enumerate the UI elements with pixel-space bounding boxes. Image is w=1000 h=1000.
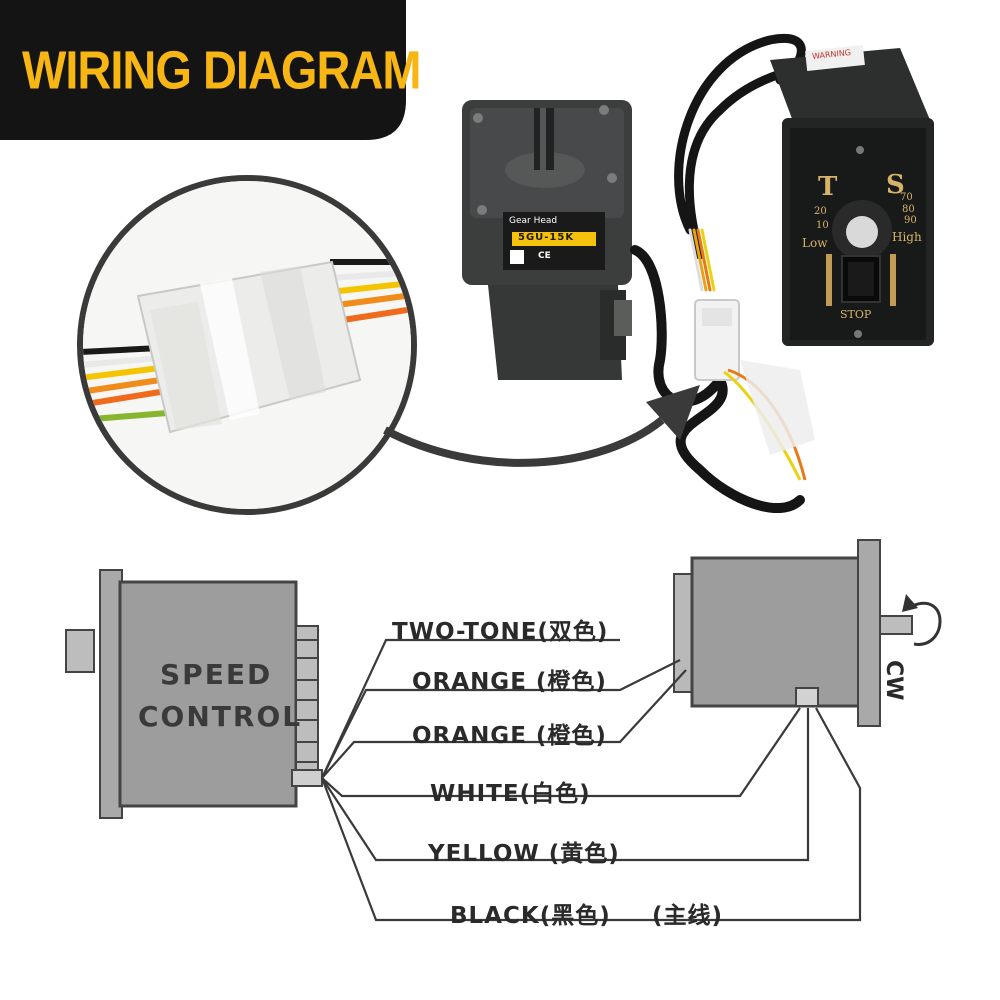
title-banner: WIRING DIAGRAM xyxy=(0,0,422,140)
callout-arrow xyxy=(383,385,700,467)
wire-label-two-tone: TWO-TONE(双色) xyxy=(392,619,609,645)
motor-outline xyxy=(673,539,942,727)
speed-label: SPEED xyxy=(160,658,273,691)
speed-control-box xyxy=(65,569,323,819)
main-line-label: (主线) xyxy=(652,903,724,929)
product-photo xyxy=(77,33,934,515)
ce-mark: CE xyxy=(538,251,551,261)
connector-zoom-callout xyxy=(77,175,417,515)
stop-label: STOP xyxy=(840,308,872,321)
cw-label: CW xyxy=(881,660,906,701)
s-letter: S xyxy=(886,170,905,200)
wiring-schematic xyxy=(65,539,942,922)
banner-title: WIRING DIAGRAM xyxy=(22,39,422,101)
high-label: High xyxy=(892,230,922,244)
wire-label-white: WHITE(白色) xyxy=(430,781,591,807)
wires xyxy=(320,638,862,922)
motor-model: 5GU-15K xyxy=(518,232,575,243)
motor-brand: Gear Head xyxy=(509,216,558,226)
wire-label-orange-2: ORANGE (橙色) xyxy=(412,723,607,749)
wire-label-black: BLACK(黑色) xyxy=(450,903,611,929)
t-letter: T xyxy=(818,172,838,202)
small-connector xyxy=(694,299,815,481)
speed-controller-unit xyxy=(770,45,934,346)
scale-70: 70 xyxy=(900,192,913,203)
scale-10: 10 xyxy=(816,220,829,231)
gear-motor xyxy=(462,100,632,380)
wire-label-yellow: YELLOW (黄色) xyxy=(428,841,620,867)
scale-20: 20 xyxy=(814,206,827,217)
low-label: Low xyxy=(802,236,828,250)
control-label: CONTROL xyxy=(138,700,303,733)
wire-label-orange-1: ORANGE (橙色) xyxy=(412,669,607,695)
scale-80: 80 xyxy=(902,204,915,215)
scale-90: 90 xyxy=(904,215,917,226)
